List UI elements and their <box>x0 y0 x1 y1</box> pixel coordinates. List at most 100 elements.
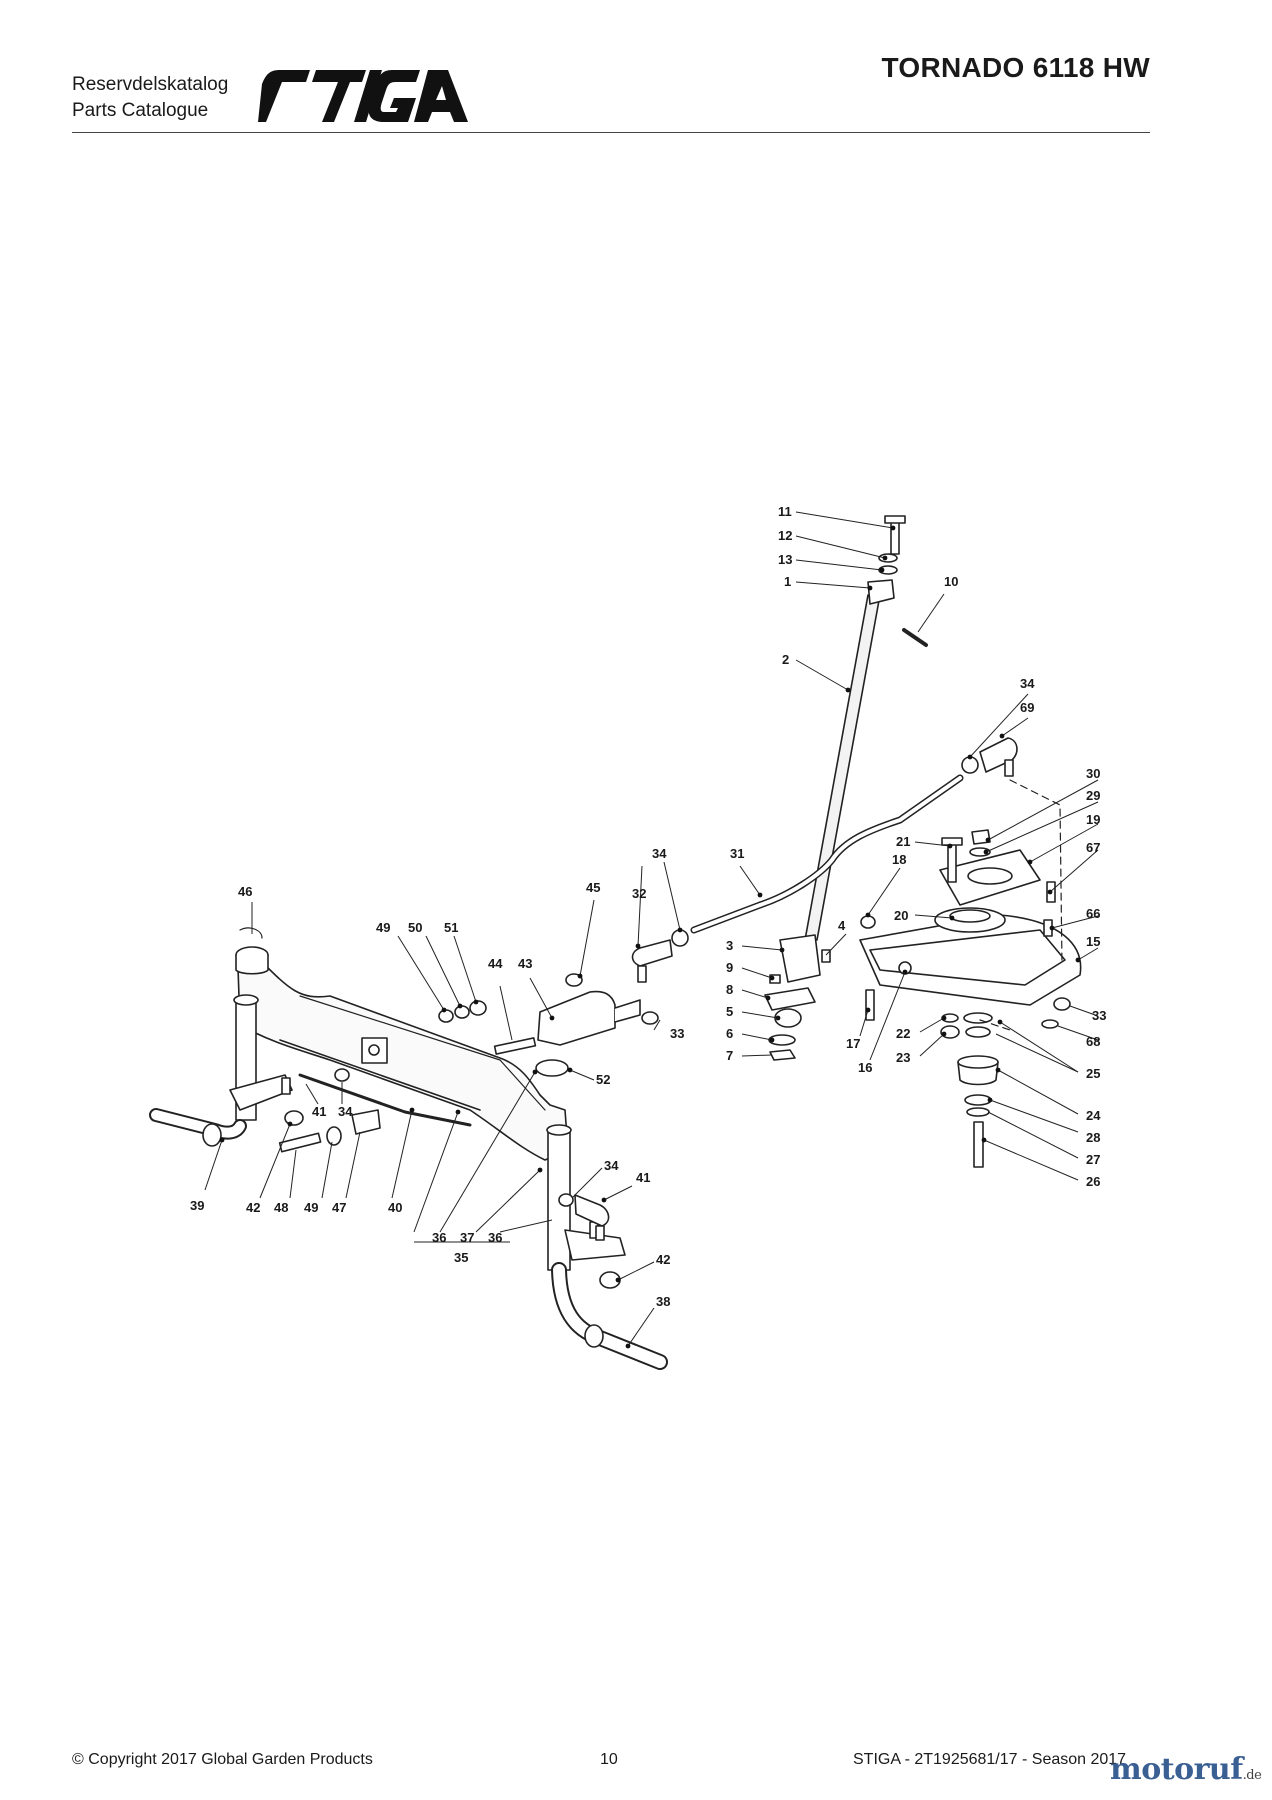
callout-50: 50 <box>408 920 422 935</box>
callout-29: 29 <box>1086 788 1100 803</box>
pin-10 <box>902 628 928 647</box>
pinion-3 <box>779 934 821 983</box>
washer-68 <box>1041 1019 1059 1029</box>
callout-6: 6 <box>726 1026 733 1041</box>
callout-42-right: 42 <box>656 1252 670 1267</box>
bolt-26 <box>973 1121 984 1168</box>
callout-43: 43 <box>518 956 532 971</box>
callout-15: 15 <box>1086 934 1100 949</box>
stiga-logo <box>258 70 468 122</box>
footer-copyright: © Copyright 2017 Global Garden Products <box>72 1751 373 1768</box>
callout-17: 17 <box>846 1036 860 1051</box>
alignment-line <box>979 779 1063 1031</box>
bolt-48 <box>278 1132 322 1153</box>
bolt-17 <box>865 989 875 1021</box>
callout-22: 22 <box>896 1026 910 1041</box>
sector-gear-15 <box>859 914 1082 1006</box>
callout-2: 2 <box>782 652 789 667</box>
callout-45: 45 <box>586 880 600 895</box>
nut-34-left <box>671 929 689 947</box>
nut-42-left <box>284 1110 304 1126</box>
washer-6 <box>768 1034 796 1046</box>
callout-21: 21 <box>896 834 910 849</box>
callout-36-right: 36 <box>488 1230 502 1245</box>
leader-lines <box>204 511 1099 1347</box>
header-divider <box>72 132 1150 133</box>
steering-arm-left <box>229 1074 293 1111</box>
washer-49 <box>438 1009 454 1023</box>
spacer-rod <box>298 1073 472 1127</box>
nut-34-right <box>961 756 979 774</box>
callout-12: 12 <box>778 528 792 543</box>
callout-9: 9 <box>726 960 733 975</box>
callout-34-mid: 34 <box>652 846 667 861</box>
callout-33-right: 33 <box>1092 1008 1106 1023</box>
callout-24: 24 <box>1086 1108 1101 1123</box>
callout-7: 7 <box>726 1048 733 1063</box>
nut-34-lower <box>558 1193 574 1207</box>
washer-49-left <box>326 1126 342 1146</box>
catalog-label-swedish: Reservdelskatalog <box>72 74 229 95</box>
steering-parts-drawing <box>149 515 1082 1370</box>
callout-44: 44 <box>488 956 503 971</box>
steering-column <box>804 594 881 941</box>
callout-41-left: 41 <box>312 1104 326 1119</box>
callout-10: 10 <box>944 574 958 589</box>
callout-42-left: 42 <box>246 1200 260 1215</box>
pinion-bolt-4 <box>821 949 831 963</box>
washer-28 <box>964 1094 992 1106</box>
washer-50 <box>454 1005 470 1019</box>
nut-33-left <box>641 1011 659 1025</box>
clip-7 <box>769 1049 796 1061</box>
callout-18: 18 <box>892 852 906 867</box>
part-callouts: 11 12 13 1 10 2 34 69 30 29 19 67 66 15 … <box>190 504 1106 1309</box>
bearing-20 <box>934 907 1006 933</box>
callout-26: 26 <box>1086 1174 1100 1189</box>
callout-47: 47 <box>332 1200 346 1215</box>
callout-33-left: 33 <box>670 1026 684 1041</box>
callout-5: 5 <box>726 1004 733 1019</box>
model-title: TORNADO 6118 HW <box>881 52 1150 83</box>
callout-69: 69 <box>1020 700 1034 715</box>
callout-16: 16 <box>858 1060 872 1075</box>
callout-32: 32 <box>632 886 646 901</box>
nut-33-right <box>1053 997 1071 1011</box>
callout-67: 67 <box>1086 840 1100 855</box>
callout-4: 4 <box>838 918 846 933</box>
washer-25a <box>963 1012 993 1024</box>
callout-41-right: 41 <box>636 1170 650 1185</box>
callout-34-lower: 34 <box>604 1158 619 1173</box>
callout-49-top: 49 <box>376 920 390 935</box>
callout-31: 31 <box>730 846 744 861</box>
callout-20: 20 <box>894 908 908 923</box>
leader-dots <box>219 525 1081 1349</box>
callout-1: 1 <box>784 574 791 589</box>
nut-30 <box>971 829 991 845</box>
callout-46: 46 <box>238 884 252 899</box>
catalog-label: Reservdelskatalog Parts Catalogue <box>72 72 228 124</box>
callout-19: 19 <box>1086 812 1100 827</box>
catalog-label-english: Parts Catalogue <box>72 100 209 121</box>
washer-27 <box>966 1107 990 1117</box>
page-number: 10 <box>600 1751 618 1768</box>
callout-11: 11 <box>778 504 792 519</box>
washer-12 <box>878 553 898 563</box>
callout-68: 68 <box>1086 1034 1100 1049</box>
callout-27: 27 <box>1086 1152 1100 1167</box>
callout-49-left: 49 <box>304 1200 318 1215</box>
bearing-plate-19 <box>939 849 1041 906</box>
callout-48: 48 <box>274 1200 288 1215</box>
callout-30: 30 <box>1086 766 1100 781</box>
callout-38: 38 <box>656 1294 670 1309</box>
watermark-logo: motoruf.de <box>1110 1752 1262 1787</box>
bearing-plate-8 <box>764 987 816 1011</box>
bushing-52 <box>535 1059 569 1077</box>
callout-66: 66 <box>1086 906 1100 921</box>
callout-35: 35 <box>454 1250 468 1265</box>
steering-clamp <box>867 579 895 605</box>
callout-23: 23 <box>896 1050 910 1065</box>
callout-40: 40 <box>388 1200 402 1215</box>
callout-25: 25 <box>1086 1066 1100 1081</box>
callout-34-top: 34 <box>1020 676 1035 691</box>
